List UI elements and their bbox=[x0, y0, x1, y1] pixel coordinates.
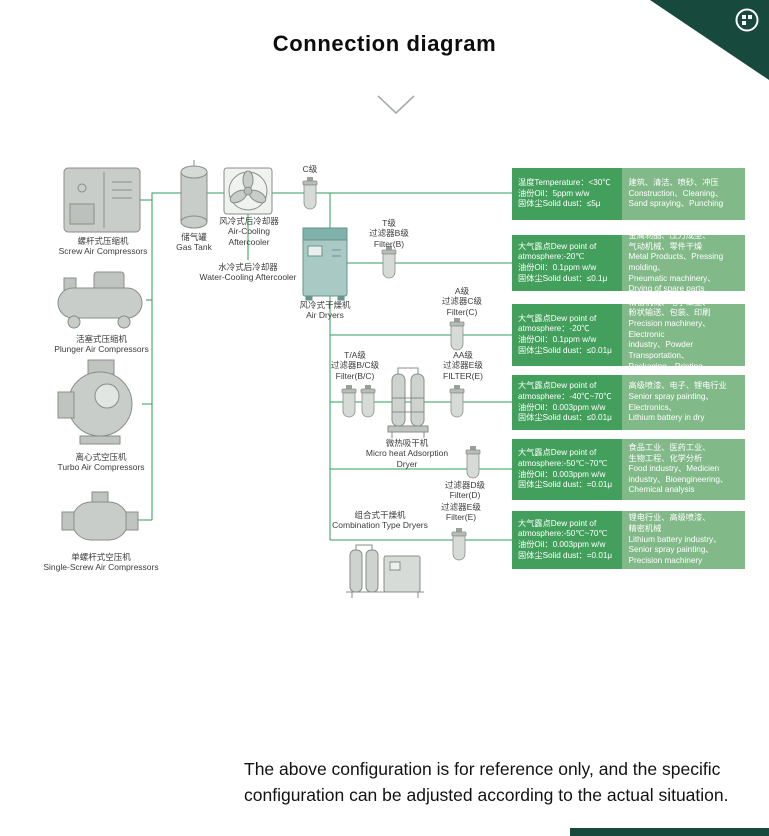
single-screw-compressor-illustration bbox=[61, 491, 139, 541]
gas-tank-illustration bbox=[180, 160, 208, 229]
filter-b-illustration bbox=[381, 246, 397, 279]
label-c-grade: C级 bbox=[302, 164, 318, 174]
filter-bc-illustration-2 bbox=[360, 385, 376, 418]
corner-logo-icon bbox=[735, 8, 759, 32]
filter-aa-illustration bbox=[449, 385, 465, 418]
adsorption-dryer-illustration bbox=[387, 367, 429, 438]
screw-compressor-illustration bbox=[63, 167, 141, 233]
connector-lines bbox=[134, 192, 512, 541]
filter-d-illustration bbox=[465, 446, 481, 479]
combination-dryer-illustration bbox=[346, 544, 424, 598]
air-dryer-illustration bbox=[302, 227, 348, 301]
filter-c-illustration bbox=[449, 318, 465, 351]
air-cooling-aftercooler-illustration bbox=[223, 167, 273, 215]
bottom-accent-bar bbox=[570, 828, 769, 836]
page-title: Connection diagram bbox=[272, 31, 497, 56]
filter-c-grade-illustration bbox=[302, 177, 318, 210]
filter-bc-illustration-1 bbox=[341, 385, 357, 418]
footer-note: The above configuration is for reference… bbox=[244, 759, 729, 806]
chevron-down-icon bbox=[377, 95, 415, 115]
plunger-compressor-illustration bbox=[57, 271, 143, 329]
turbo-compressor-illustration bbox=[57, 359, 133, 445]
filter-e-illustration bbox=[451, 528, 467, 561]
